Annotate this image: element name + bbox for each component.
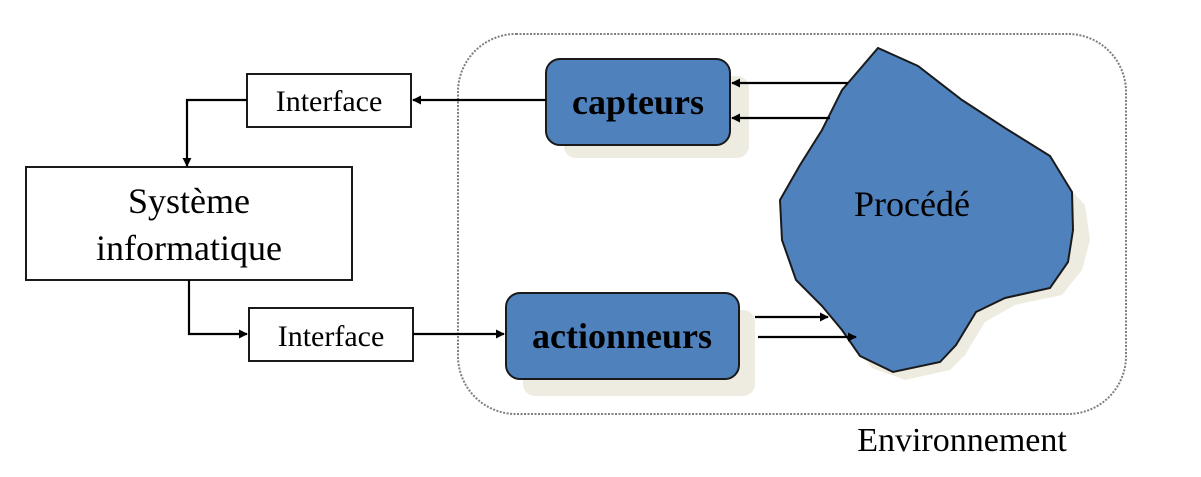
- systeme-informatique-box[interactable]: [25, 166, 353, 281]
- environnement-label: Environnement: [857, 422, 1067, 459]
- interface-top-box[interactable]: [246, 73, 412, 128]
- actionneurs-block[interactable]: [505, 292, 740, 380]
- procede-shape[interactable]: [778, 46, 1075, 374]
- edge-interface-top-to-systeme: [182, 98, 247, 167]
- actionneurs-label: actionneurs: [532, 316, 712, 356]
- edge-systeme-to-interface-bottom: [187, 280, 248, 339]
- capteurs-block[interactable]: [545, 58, 731, 146]
- interface-bottom-label: Interface: [278, 320, 385, 353]
- systeme-label-line1: Système: [128, 181, 250, 221]
- environment-boundary: [457, 33, 1127, 415]
- interface-top-label: Interface: [276, 85, 383, 118]
- capteurs-label: capteurs: [572, 82, 704, 122]
- procede-label: Procédé: [854, 184, 970, 224]
- systeme-label-line2: informatique: [96, 228, 282, 268]
